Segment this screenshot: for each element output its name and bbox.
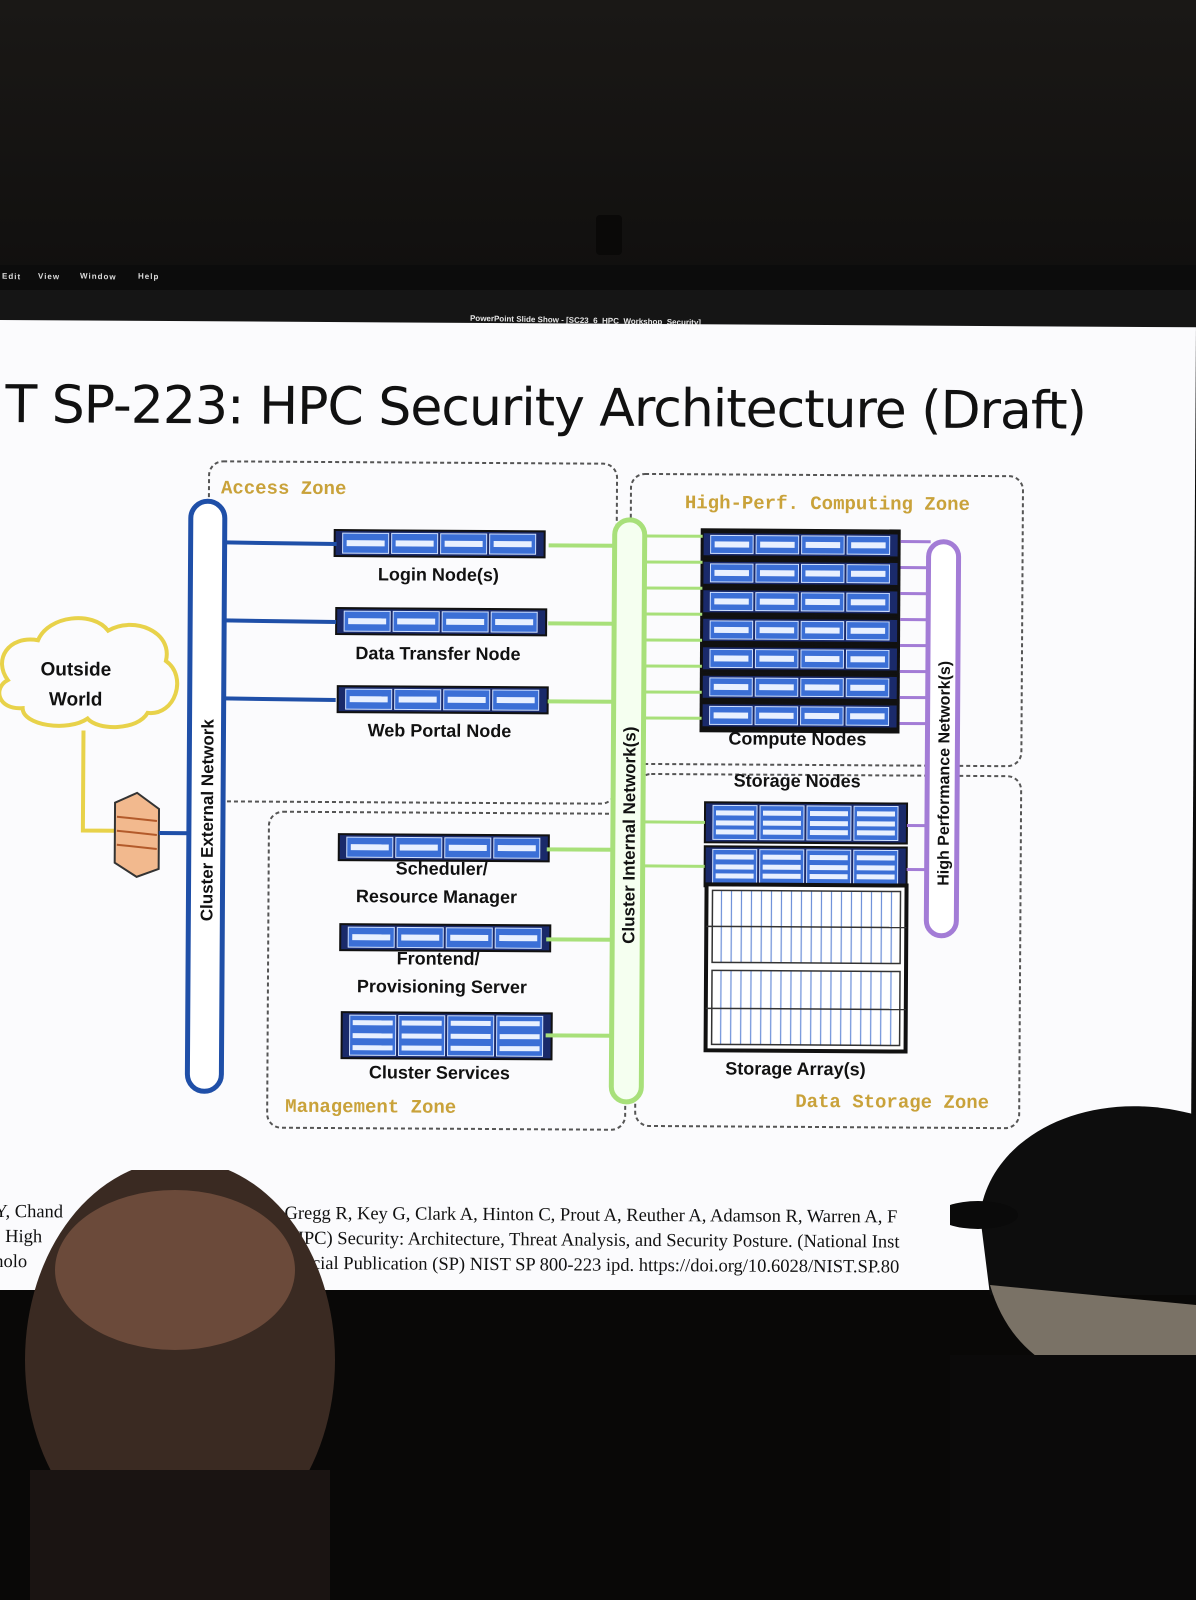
ref-right-line1: Gregg R, Key G, Clark A, Hinton C, Prout… bbox=[284, 1203, 898, 1228]
cluster-services-label: Cluster Services bbox=[369, 1062, 510, 1083]
management-zone-label: Management Zone bbox=[285, 1096, 456, 1119]
external-link-3 bbox=[223, 696, 336, 703]
compute-node-1 bbox=[701, 531, 900, 559]
compute-nodes-label: Compute Nodes bbox=[728, 728, 866, 749]
ceiling bbox=[0, 0, 1196, 300]
audience-head-left bbox=[25, 1170, 335, 1600]
compute-node-5 bbox=[700, 645, 900, 673]
network-links bbox=[223, 534, 931, 1038]
compute-node-4 bbox=[701, 616, 900, 644]
firewall-icon bbox=[113, 791, 161, 878]
login-node-server bbox=[333, 529, 546, 559]
web-portal-node-server bbox=[336, 685, 549, 715]
storage-node-2 bbox=[703, 845, 908, 889]
data-transfer-node-label: Data Transfer Node bbox=[355, 643, 520, 664]
compute-nodes-rack bbox=[699, 528, 901, 734]
storage-array-label: Storage Array(s) bbox=[725, 1058, 866, 1079]
external-network-pipe bbox=[184, 498, 228, 1094]
data-transfer-node-server bbox=[335, 607, 548, 637]
compute-node-2 bbox=[701, 559, 900, 587]
ref-right-line3: Special Publication (SP) NIST SP 800-223… bbox=[284, 1253, 900, 1278]
outside-world-label-line2: World bbox=[49, 689, 103, 710]
audience-head-right bbox=[950, 1106, 1196, 1600]
login-node-label: Login Node(s) bbox=[378, 564, 499, 585]
projector-mount bbox=[596, 215, 622, 255]
architecture-diagram: Access Zone High-Perf. Computing Zone Ma… bbox=[0, 460, 1024, 1131]
high-perf-network-pipe bbox=[923, 539, 962, 939]
outside-world-cloud bbox=[0, 616, 179, 730]
menu-bar: Edit View Window Help bbox=[0, 271, 200, 286]
compute-node-3 bbox=[701, 588, 900, 616]
internal-network-label: Cluster Internal Network(s) bbox=[619, 727, 639, 944]
storage-array bbox=[703, 882, 909, 1054]
menu-edit[interactable]: Edit bbox=[2, 271, 22, 282]
slide: T SP-223: HPC Security Architecture (Dra… bbox=[0, 320, 1196, 1318]
hpc-zone-label: High-Perf. Computing Zone bbox=[685, 492, 970, 516]
compute-node-7 bbox=[700, 702, 899, 730]
web-portal-node-label: Web Portal Node bbox=[368, 720, 512, 741]
scheduler-label-line2: Resource Manager bbox=[356, 886, 517, 907]
access-zone-label: Access Zone bbox=[221, 477, 347, 500]
internal-network-pipe bbox=[608, 517, 648, 1105]
cloud-to-firewall-link bbox=[80, 730, 115, 833]
storage-nodes-label: Storage Nodes bbox=[734, 770, 861, 791]
high-perf-network-label: High Performance Network(s) bbox=[936, 661, 954, 886]
external-link-2 bbox=[224, 618, 337, 625]
external-network-label: Cluster External Network bbox=[197, 719, 217, 922]
frontend-server bbox=[339, 923, 552, 953]
storage-node-1 bbox=[703, 801, 909, 845]
access-zone-boundary bbox=[206, 460, 619, 805]
external-link-1 bbox=[224, 540, 337, 547]
menu-help[interactable]: Help bbox=[138, 271, 160, 282]
frontend-label-line1: Frontend/ bbox=[397, 948, 480, 969]
outside-world-label-line1: Outside bbox=[40, 659, 111, 680]
storage-nodes-rack bbox=[703, 801, 909, 889]
management-zone-boundary bbox=[266, 810, 628, 1131]
management-zone-servers bbox=[337, 833, 553, 1061]
ref-right-line2: (HPC) Security: Architecture, Threat Ana… bbox=[284, 1228, 900, 1253]
storage-zone-label: Data Storage Zone bbox=[795, 1091, 989, 1114]
compute-node-6 bbox=[700, 673, 899, 701]
access-zone-servers bbox=[333, 529, 549, 715]
cluster-services-server bbox=[340, 1011, 553, 1061]
scheduler-server bbox=[337, 833, 550, 863]
frontend-label-line2: Provisioning Server bbox=[357, 976, 527, 997]
menu-view[interactable]: View bbox=[38, 271, 61, 282]
menu-window[interactable]: Window bbox=[80, 271, 117, 282]
scheduler-label-line1: Scheduler/ bbox=[396, 858, 488, 879]
